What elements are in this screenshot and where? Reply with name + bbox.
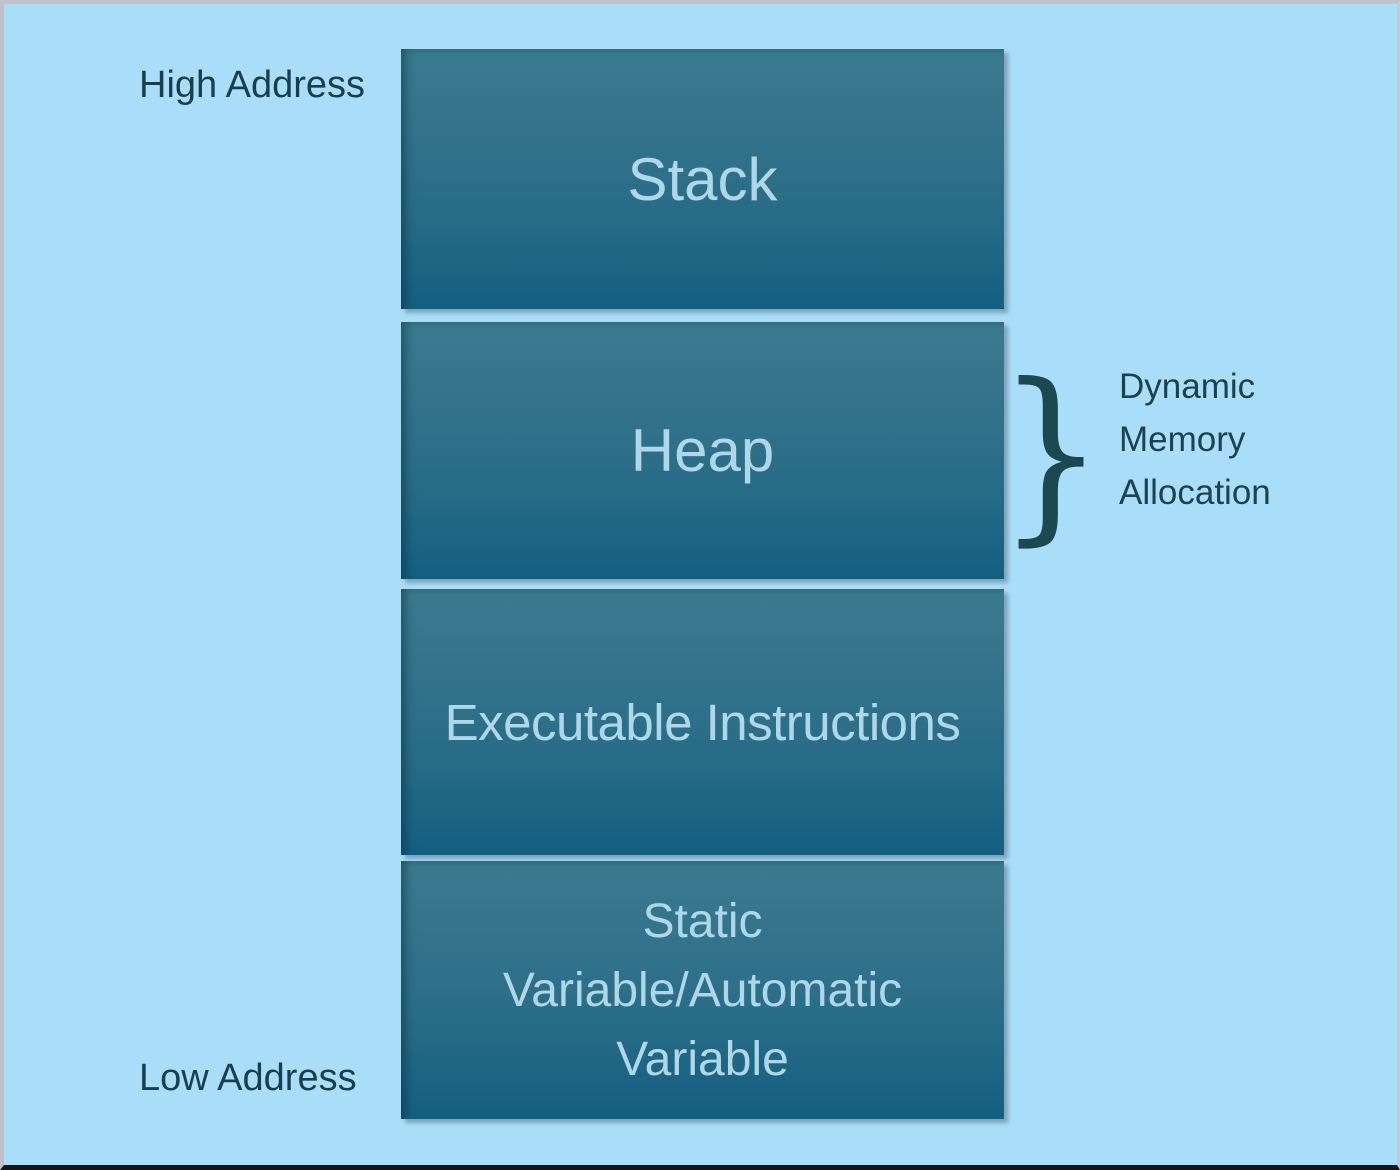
memory-block-static-automatic-variable: Static Variable/Automatic Variable bbox=[401, 861, 1004, 1119]
memory-block-executable-instructions-label: Executable Instructions bbox=[444, 693, 961, 751]
memory-block-heap: Heap bbox=[401, 322, 1004, 579]
high-address-label: High Address bbox=[139, 64, 366, 106]
memory-block-executable-instructions: Executable Instructions bbox=[401, 589, 1004, 855]
curly-brace-annotation: } bbox=[997, 343, 1105, 563]
memory-block-heap-label: Heap bbox=[630, 417, 775, 484]
memory-block-static-automatic-variable-label: Static Variable/Automatic Variable bbox=[502, 894, 903, 1086]
low-address-label: Low Address bbox=[139, 1057, 357, 1099]
dynamic-memory-allocation-label: Dynamic Memory Allocation bbox=[1119, 367, 1271, 512]
memory-block-stack-label: Stack bbox=[627, 145, 778, 213]
memory-block-stack: Stack bbox=[401, 49, 1004, 309]
